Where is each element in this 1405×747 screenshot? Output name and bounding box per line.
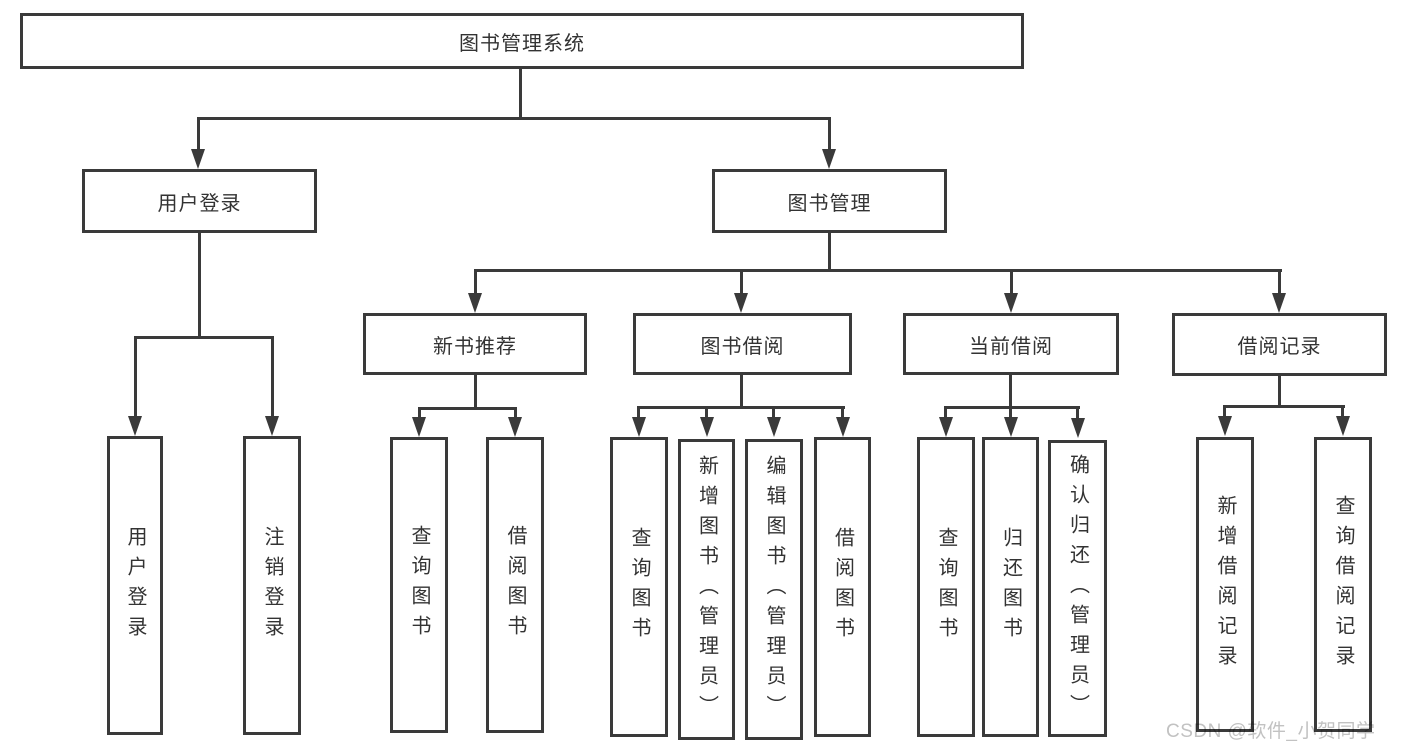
connector-drop-br-add <box>1223 405 1226 419</box>
arrowhead-bb-edit <box>767 417 781 437</box>
arrowhead-cb-query <box>939 417 953 437</box>
connector-userlogin-split <box>134 336 274 339</box>
node-label: 图书管理系统 <box>459 32 585 55</box>
connector-drop-bb-query <box>637 406 640 420</box>
connector-drop-leaf-login <box>134 336 137 418</box>
connector-recommend-split <box>418 407 517 410</box>
connector-drop-cb-return <box>1009 406 1012 420</box>
connector-drop-user-login <box>197 117 200 153</box>
node-label: 用户登录 <box>124 525 146 646</box>
connector-drop-leaf-logout <box>271 336 274 418</box>
node-label: 借阅图书 <box>831 527 854 647</box>
connector-drop-borrowing <box>740 269 743 295</box>
leaf-query-borrow-record: 查询借阅记录 <box>1314 437 1372 732</box>
connector-borrowing-stem <box>740 374 743 408</box>
arrowhead-bb-query <box>632 417 646 437</box>
leaf-query-books-borrow: 查询图书 <box>610 437 668 737</box>
arrowhead-cb-confirm <box>1071 418 1085 438</box>
connector-drop-rec-borrow <box>514 407 517 420</box>
node-new-book-recommend: 新书推荐 <box>363 313 587 375</box>
connector-userlogin-stem <box>198 232 201 338</box>
arrowhead-borrowing <box>734 293 748 313</box>
node-user-login: 用户登录 <box>82 169 317 233</box>
connector-drop-cb-query <box>944 406 947 420</box>
arrowhead-rec-borrow <box>508 417 522 437</box>
node-label: 确认归还（管理员） <box>1066 453 1089 724</box>
leaf-confirm-return-admin: 确认归还（管理员） <box>1048 440 1107 737</box>
node-label: 新增借阅记录 <box>1214 494 1236 675</box>
connector-recommend-stem <box>474 374 477 409</box>
leaf-logout: 注销登录 <box>243 436 301 735</box>
leaf-borrow-books-recommend: 借阅图书 <box>486 437 544 733</box>
node-current-borrowing: 当前借阅 <box>903 313 1119 375</box>
connector-borrowing-split <box>638 406 845 409</box>
arrowhead-br-query <box>1336 416 1350 436</box>
connector-drop-bb-edit <box>772 406 775 420</box>
arrowhead-recommend <box>468 293 482 313</box>
node-label: 借阅图书 <box>504 525 526 645</box>
arrowhead-br-add <box>1218 416 1232 436</box>
node-label: 注销登录 <box>261 525 283 646</box>
node-book-management: 图书管理 <box>712 169 947 233</box>
node-label: 归还图书 <box>999 527 1022 647</box>
connector-drop-bb-add <box>705 406 708 420</box>
connector-drop-records <box>1278 269 1281 295</box>
node-label: 编辑图书（管理员） <box>763 454 785 725</box>
connector-drop-recommend <box>474 269 477 295</box>
connector-records-split <box>1223 405 1345 408</box>
leaf-borrow-books: 借阅图书 <box>814 437 871 737</box>
node-label: 查询借阅记录 <box>1332 494 1354 675</box>
node-label: 用户登录 <box>157 192 242 215</box>
node-label: 查询图书 <box>408 525 430 645</box>
connector-root-split <box>197 117 831 120</box>
connector-current-stem <box>1009 374 1012 408</box>
arrowhead-bb-add <box>700 417 714 437</box>
leaf-query-books-current: 查询图书 <box>917 437 975 737</box>
node-label: 查询图书 <box>628 527 650 647</box>
connector-bookmgmt-stem <box>828 232 831 272</box>
node-label: 新书推荐 <box>433 335 517 358</box>
node-label: 新增图书（管理员） <box>695 454 718 725</box>
connector-drop-rec-query <box>418 407 421 420</box>
node-label: 图书管理 <box>787 192 872 215</box>
connector-root-stem <box>519 68 522 119</box>
leaf-query-books-recommend: 查询图书 <box>390 437 448 733</box>
node-label: 当前借阅 <box>969 335 1053 358</box>
connector-drop-bb-borrow <box>841 406 844 420</box>
connector-bookmgmt-split <box>474 269 1282 272</box>
connector-drop-br-query <box>1341 405 1344 419</box>
arrowhead-book-mgmt <box>822 149 836 169</box>
csdn-watermark: CSDN @软件_小贺同学 <box>1166 721 1376 742</box>
node-book-borrowing: 图书借阅 <box>633 313 852 375</box>
leaf-user-login: 用户登录 <box>107 436 163 735</box>
node-borrowing-records: 借阅记录 <box>1172 313 1387 376</box>
node-label: 借阅记录 <box>1237 336 1322 358</box>
arrowhead-current <box>1004 293 1018 313</box>
connector-drop-cb-confirm <box>1076 406 1079 420</box>
leaf-add-borrow-record: 新增借阅记录 <box>1196 437 1254 732</box>
arrowhead-leaf-logout <box>265 416 279 436</box>
arrowhead-user-login <box>191 149 205 169</box>
connector-current-split <box>944 406 1080 409</box>
leaf-edit-book-admin: 编辑图书（管理员） <box>745 439 803 740</box>
arrowhead-rec-query <box>412 417 426 437</box>
connector-records-stem <box>1278 374 1281 407</box>
node-label: 图书借阅 <box>700 335 785 358</box>
connector-drop-current <box>1010 269 1013 295</box>
leaf-return-books: 归还图书 <box>982 437 1039 737</box>
arrowhead-leaf-login <box>128 416 142 436</box>
node-label: 查询图书 <box>935 527 957 647</box>
arrowhead-bb-borrow <box>836 417 850 437</box>
node-root-library-system: 图书管理系统 <box>20 13 1024 69</box>
leaf-add-book-admin: 新增图书（管理员） <box>678 439 735 740</box>
connector-drop-book-mgmt <box>828 117 831 153</box>
arrowhead-records <box>1272 293 1286 313</box>
arrowhead-cb-return <box>1004 417 1018 437</box>
